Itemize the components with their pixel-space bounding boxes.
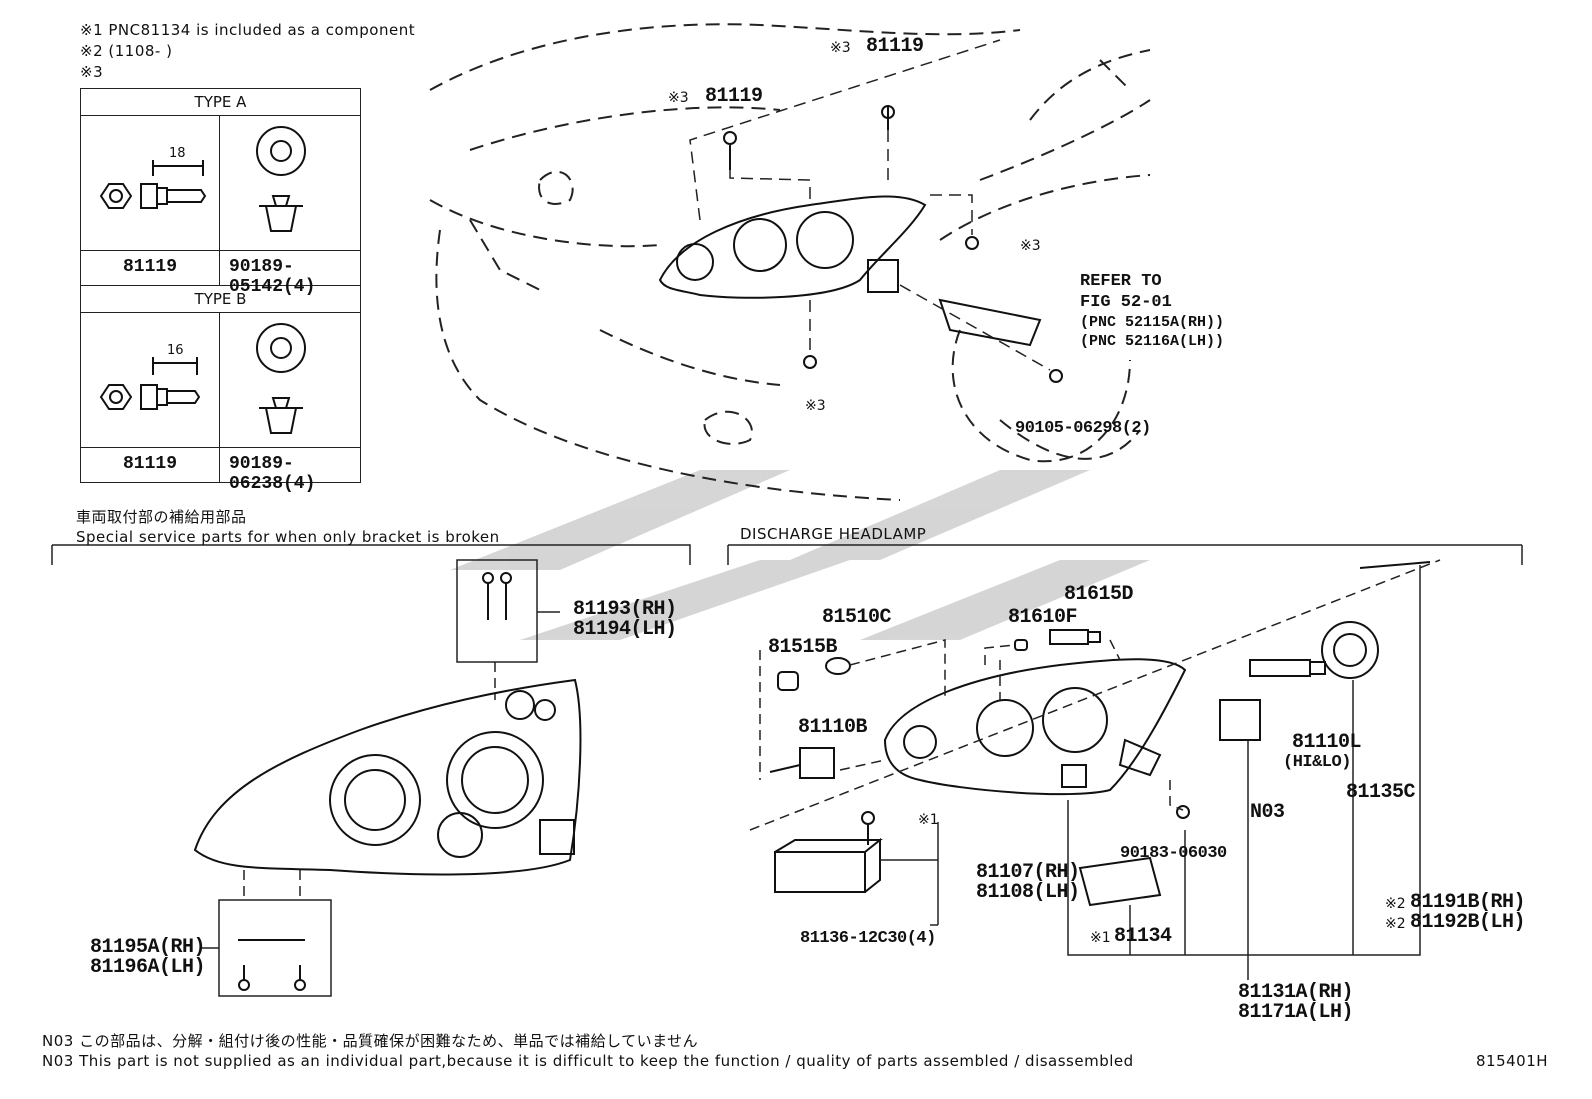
- note-3: ※3: [80, 63, 104, 81]
- callout-mark-right: ※3: [1020, 238, 1041, 254]
- type-b-bolt-part[interactable]: 81119: [123, 454, 178, 474]
- callout-81110L-sub: (HI&LO): [1283, 753, 1351, 772]
- callout-81610F[interactable]: 81610F: [1008, 606, 1078, 629]
- discharge-title: DISCHARGE HEADLAMP: [740, 525, 927, 543]
- callout-81131[interactable]: 81131A(RH): [1238, 981, 1354, 1004]
- bracket-caption-en: Special service parts for when only brac…: [76, 528, 500, 546]
- callout-90105[interactable]: 90105-06298(2): [1015, 419, 1151, 438]
- leader-lines-discharge-solid: [880, 565, 1421, 980]
- callout-81192[interactable]: 81192B(LH): [1410, 911, 1526, 934]
- callout-81108[interactable]: 81108(LH): [976, 881, 1080, 904]
- callout-81191-mark: ※2: [1385, 896, 1406, 912]
- callout-81510C[interactable]: 81510C: [822, 606, 892, 629]
- callout-81107-mark: ※1: [918, 812, 939, 828]
- callout-mark-bottom: ※3: [805, 398, 826, 414]
- note-2: ※2 (1108- ): [80, 42, 173, 60]
- discharge-frame: [727, 544, 1523, 565]
- callout-81119-left[interactable]: 81119: [705, 85, 763, 108]
- leader-lines-discharge: [749, 559, 1441, 831]
- type-a-header: TYPE A: [81, 89, 360, 116]
- note-1: ※1 PNC81134 is included as a component: [80, 21, 416, 39]
- callout-81615D[interactable]: 81615D: [1064, 583, 1134, 606]
- type-b-dimension: 16: [167, 343, 184, 358]
- discharge-headlamp: [769, 561, 1431, 907]
- type-a-bolt-part[interactable]: 81119: [123, 257, 178, 277]
- bracket-frame: [51, 544, 691, 997]
- type-b-header: TYPE B: [81, 286, 360, 313]
- callout-81110L[interactable]: 81110L: [1292, 731, 1362, 754]
- bracket-caption-jp: 車両取付部の補給用部品: [76, 508, 247, 526]
- footer-note-jp: N03 この部品は、分解・組付け後の性能・品質確保が困難なため、単品では補給して…: [42, 1032, 699, 1050]
- leader-lines-bracket: [243, 662, 496, 900]
- type-b-fastener-icons: [99, 323, 306, 434]
- leader-lines-bracket-solid: [200, 611, 560, 949]
- callout-81134-mark: ※1: [1090, 930, 1111, 946]
- car-body-outline: [429, 23, 1151, 501]
- callout-81515B[interactable]: 81515B: [768, 636, 838, 659]
- callout-81134[interactable]: 81134: [1114, 925, 1172, 948]
- refer-line-2[interactable]: FIG 52-01: [1080, 293, 1172, 312]
- callout-81196[interactable]: 81196A(LH): [90, 956, 206, 979]
- type-a-clip-part[interactable]: 90189-05142(4): [229, 257, 316, 297]
- callout-81119-right-mark: ※3: [830, 40, 851, 56]
- callout-81192-mark: ※2: [1385, 916, 1406, 932]
- bracket-headlamp: [193, 572, 582, 991]
- callout-81191[interactable]: 81191B(RH): [1410, 891, 1526, 914]
- callout-81194[interactable]: 81194(LH): [573, 618, 677, 641]
- footer-note-en: N03 This part is not supplied as an indi…: [42, 1052, 1134, 1070]
- type-b-clip-part[interactable]: 90189-06238(4): [229, 454, 316, 494]
- type-a-parts-row: 81119 90189-05142(4): [81, 251, 360, 297]
- callout-81171[interactable]: 81171A(LH): [1238, 1001, 1354, 1024]
- callout-N03[interactable]: N03: [1250, 801, 1285, 824]
- type-b-parts-row: 81119 90189-06238(4): [81, 448, 360, 494]
- callout-81110B[interactable]: 81110B: [798, 716, 868, 739]
- type-a-illustration: 18: [81, 116, 360, 251]
- leader-lines-top: [689, 39, 1051, 371]
- type-b-illustration: 16: [81, 313, 360, 448]
- fastener-type-table: TYPE A 18 81119 90189-05142(4) TYPE B: [80, 88, 361, 494]
- type-a-fastener-icons: [99, 126, 306, 232]
- headlamp-top: [658, 105, 1063, 383]
- refer-line-3: (PNC 52115A(RH)): [1080, 314, 1225, 331]
- callout-81136[interactable]: 81136-12C30(4): [800, 929, 936, 948]
- figure-id: 815401H: [1476, 1052, 1549, 1070]
- callout-81195[interactable]: 81195A(RH): [90, 936, 206, 959]
- callout-81135C[interactable]: 81135C: [1346, 781, 1416, 804]
- type-a-dimension: 18: [169, 146, 186, 161]
- callout-90183[interactable]: 90183-06030: [1120, 844, 1227, 863]
- refer-line-4: (PNC 52116A(LH)): [1080, 333, 1225, 350]
- callout-81119-right[interactable]: 81119: [866, 35, 924, 58]
- callout-81107[interactable]: 81107(RH): [976, 861, 1080, 884]
- refer-line-1: REFER TO: [1080, 272, 1162, 291]
- callout-81193[interactable]: 81193(RH): [573, 598, 677, 621]
- callout-81119-left-mark: ※3: [668, 90, 689, 106]
